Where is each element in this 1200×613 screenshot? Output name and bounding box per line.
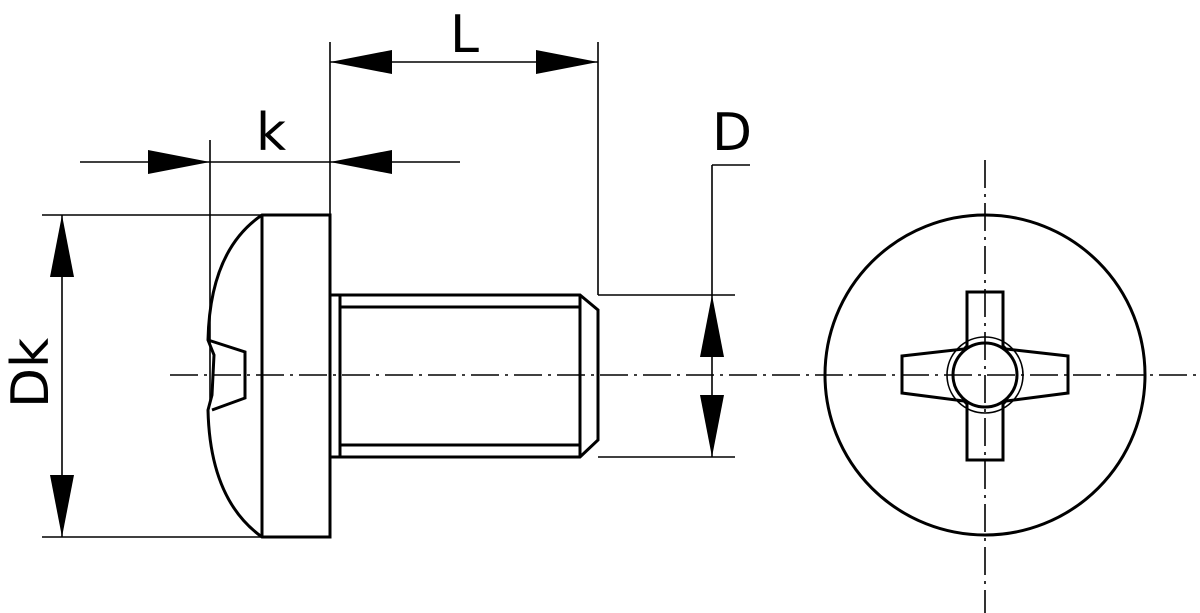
dimension-d-arrow-top [700,295,724,357]
dimension-k-arrow-left [148,150,210,174]
screw-shank-outline [330,293,600,459]
dimension-dk-arrow-bottom [50,475,74,537]
dimension-l-label: L [450,5,479,65]
screw-head-outline [206,213,332,539]
dimension-dk-label: Dk [1,338,61,408]
dimension-d-arrow-bottom [700,395,724,457]
dimension-d-label: D [712,103,752,163]
end-view-recess-inner-circle [946,336,1024,414]
end-view-recess-center-circle [951,341,1019,409]
end-view-cross-recess [900,290,1070,462]
screw-head-slot [207,338,247,412]
dimension-dk-arrow-top [50,215,74,277]
dimension-k-arrow-right [330,150,392,174]
dimension-l-arrow-left [330,50,392,74]
dimension-k-label: k [256,103,286,163]
end-view-head-circle [823,213,1147,537]
dimension-l-arrow-right [536,50,598,74]
screw-thread-minor-lines [338,295,582,457]
